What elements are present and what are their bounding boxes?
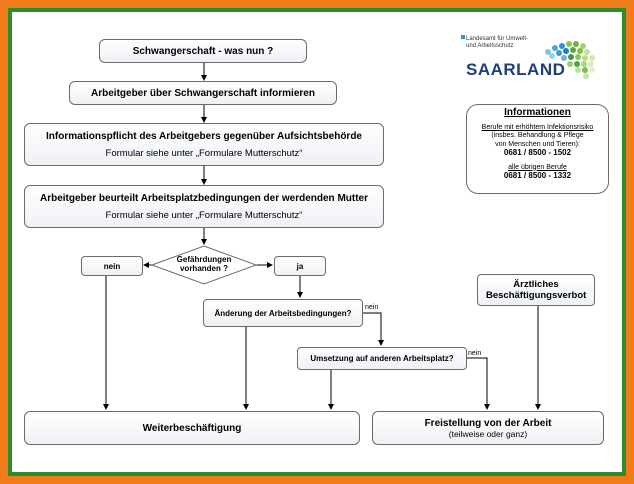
info-phone-1: 0681 / 8500 - 1502 [503,148,572,157]
logo-name: SAARLAND [466,60,566,79]
no-node-label: nein [103,261,121,271]
inform-node: Arbeitgeber über Schwangerschaft informi… [69,81,337,105]
medical-ban-label: Ärztliches Beschäftigungsverbot [486,279,587,301]
yes-node-label: ja [296,261,304,271]
continue-node: Weiterbeschäftigung [24,411,360,445]
change-no-label: nein [365,304,379,311]
info-line-1: Berufe mit erhöhtem Infektionsrisiko [481,123,594,131]
assess-node-subtitle: Formular siehe unter „Formulare Muttersc… [105,209,303,221]
logo-dot-icon [461,35,465,39]
start-node-label: Schwangerschaft - was nun ? [132,45,274,57]
medical-ban-node: Ärztliches Beschäftigungsverbot [477,274,595,306]
decision-label: Gefährdungen vorhanden ? [176,255,232,273]
assess-node-title: Arbeitgeber beurteilt Arbeitsplatzbeding… [40,192,368,204]
relocation-no-label: nein [468,350,482,357]
yes-node: ja [274,256,326,276]
arrow-relocation-no-to-release [467,357,490,410]
info-line-2: (insbes. Behandlung & Pflege [491,132,584,139]
info-line-3: von Menschen und Tieren): [495,140,580,148]
duty-node: Informationspflicht des Arbeitgebers geg… [24,123,384,166]
logo-line-2: und Arbeitsschutz [466,43,514,49]
change-conditions-node: Änderung der Arbeitsbedingungen? [203,299,363,327]
start-node: Schwangerschaft - was nun ? [99,39,307,63]
arrow-change-no-to-relocation [363,312,384,346]
release-node: Freistellung von der Arbeit (teilweise o… [372,411,604,445]
info-line-4: alle übrigen Berufe [508,163,567,171]
assess-node: Arbeitgeber beurteilt Arbeitsplatzbeding… [24,185,384,228]
info-phone-2: 0681 / 8500 - 1332 [503,171,572,180]
info-box: Informationen Berufe mit erhöhtem Infekt… [466,104,609,194]
no-node: nein [81,256,143,276]
change-conditions-label: Änderung der Arbeitsbedingungen? [214,308,352,318]
decision-diamond [150,245,258,285]
relocation-label: Umsetzung auf anderen Arbeitsplatz? [310,354,454,363]
continue-label: Weiterbeschäftigung [142,422,242,434]
release-subtitle: (teilweise oder ganz) [448,428,528,439]
inform-node-label: Arbeitgeber über Schwangerschaft informi… [91,87,315,99]
duty-node-title: Informationspflicht des Arbeitgebers geg… [46,130,362,142]
logo-line-1: Landesamt für Umwelt- [466,36,529,42]
info-title: Informationen [504,107,571,118]
logo-agency-text: Landesamt für Umwelt- und Arbeitsschutz [466,36,528,50]
logo-map-icon [545,41,595,79]
duty-node-subtitle: Formular siehe unter „Formulare Muttersc… [105,147,303,159]
release-title: Freistellung von der Arbeit [424,417,552,429]
relocation-node: Umsetzung auf anderen Arbeitsplatz? [297,347,467,370]
